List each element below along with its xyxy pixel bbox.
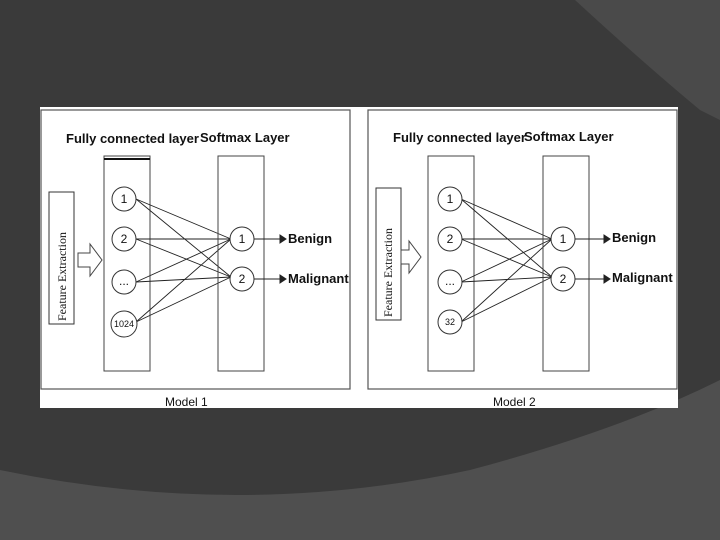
- model-2-feature-extraction-box: [375, 187, 402, 321]
- model-1-diagram: Fully connected layer Softmax Layer Feat…: [40, 109, 351, 408]
- model-1-fc-node: 2: [111, 226, 137, 252]
- arrow-right-icon: [603, 234, 611, 244]
- model-2-output-malignant: Malignant: [612, 270, 673, 285]
- model-2-softmax-node: 2: [550, 266, 576, 292]
- node-label: 1: [447, 192, 454, 206]
- model-2-output-benign: Benign: [612, 230, 656, 245]
- node-label: 1: [560, 232, 567, 246]
- model-2-softmax-node: 1: [550, 226, 576, 252]
- top-right-curve: [575, 0, 720, 120]
- node-label: 1: [121, 192, 128, 206]
- model-2-output-arrows: [575, 234, 611, 284]
- model-1-input-arrow-icon: [77, 242, 103, 278]
- model-2-fc-node: ...: [437, 269, 463, 295]
- model-2-fc-node: 32: [437, 309, 463, 335]
- model-1-fc-node: 1024: [110, 310, 138, 338]
- model-1-fc-node: ...: [111, 269, 137, 295]
- model-2-fc-title: Fully connected layer: [393, 130, 526, 145]
- model-1-output-malignant: Malignant: [288, 271, 349, 286]
- node-label: 32: [445, 317, 455, 327]
- model-1-frame: [40, 109, 351, 390]
- arrow-right-icon: [279, 274, 287, 284]
- model-2-fc-node: 2: [437, 226, 463, 252]
- model-2-fc-node: 1: [437, 186, 463, 212]
- model-2-caption: Model 2: [493, 395, 536, 408]
- node-label: 1: [239, 232, 246, 246]
- model-1-softmax-title: Softmax Layer: [200, 130, 290, 145]
- model-2-feature-extraction-label: Feature Extraction: [381, 228, 395, 317]
- node-label: 1024: [114, 319, 134, 329]
- node-label: 2: [560, 272, 567, 286]
- node-label: 2: [447, 232, 454, 246]
- model-2-fc-layer-box: [427, 155, 475, 372]
- node-label: ...: [445, 274, 455, 288]
- model-1-output-arrows: [254, 234, 287, 284]
- model-2-input-arrow-icon: [400, 239, 422, 275]
- model-1-softmax-layer-box: [217, 155, 265, 372]
- model-2-softmax-layer-box: [542, 155, 590, 372]
- model-1-fc-title: Fully connected layer: [66, 131, 199, 146]
- node-label: ...: [119, 274, 129, 288]
- model-2-frame: [367, 109, 678, 390]
- model-1-feature-extraction-box: [48, 191, 75, 325]
- model-1-fc-node: 1: [111, 186, 137, 212]
- node-label: 2: [121, 232, 128, 246]
- figure-canvas: Fully connected layer Softmax Layer Feat…: [40, 109, 678, 408]
- model-1-output-benign: Benign: [288, 231, 332, 246]
- model-1-caption: Model 1: [165, 395, 208, 408]
- arrow-right-icon: [603, 274, 611, 284]
- model-1-feature-extraction-label: Feature Extraction: [55, 232, 69, 321]
- bottom-swoosh: [0, 380, 720, 540]
- model-1-connections: [135, 198, 232, 323]
- model-1-fc-layer-box: [103, 155, 151, 372]
- model-2-diagram: Fully connected layer Softmax Layer Feat…: [367, 109, 678, 408]
- model-2-softmax-title: Softmax Layer: [524, 129, 614, 144]
- model-1-softmax-node: 2: [229, 266, 255, 292]
- model-2-connections: [460, 198, 553, 323]
- model-1-softmax-node: 1: [229, 226, 255, 252]
- node-label: 2: [239, 272, 246, 286]
- network-architecture-figure: Fully connected layer Softmax Layer Feat…: [40, 107, 678, 408]
- arrow-right-icon: [279, 234, 287, 244]
